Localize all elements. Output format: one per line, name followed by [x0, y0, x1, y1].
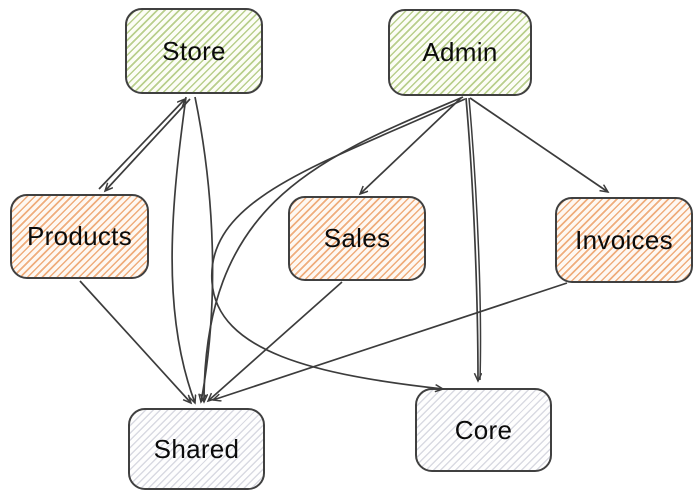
edge-store-to-shared-2 [194, 96, 214, 402]
node-products: Products [10, 194, 149, 279]
edge-admin-to-core-straight [465, 97, 478, 381]
node-store: Store [125, 8, 263, 94]
node-admin: Admin [388, 9, 532, 96]
node-invoices-label: Invoices [575, 224, 673, 255]
edge-admin-to-invoices [469, 97, 608, 192]
node-sales-label: Sales [323, 223, 391, 253]
node-core-label: Core [454, 414, 513, 445]
edge-products-to-shared [79, 280, 191, 403]
node-sales: Sales [288, 196, 426, 281]
node-core: Core [415, 388, 552, 472]
edge-sales-to-shared [208, 281, 343, 401]
node-store-label: Store [162, 35, 226, 66]
edge-admin-to-sales [360, 97, 462, 194]
node-invoices: Invoices [555, 197, 693, 283]
edge-invoices-to-shared [213, 282, 568, 400]
edge-products-to-store [98, 99, 185, 190]
edge-store-to-shared-1 [171, 96, 195, 403]
edge-store-to-products [105, 98, 191, 191]
node-shared: Shared [128, 408, 265, 490]
edge-admin-to-core-straight-second-stroke [468, 97, 482, 381]
node-shared-label: Shared [153, 433, 240, 464]
node-admin-label: Admin [422, 37, 498, 67]
node-products-label: Products [26, 221, 132, 251]
